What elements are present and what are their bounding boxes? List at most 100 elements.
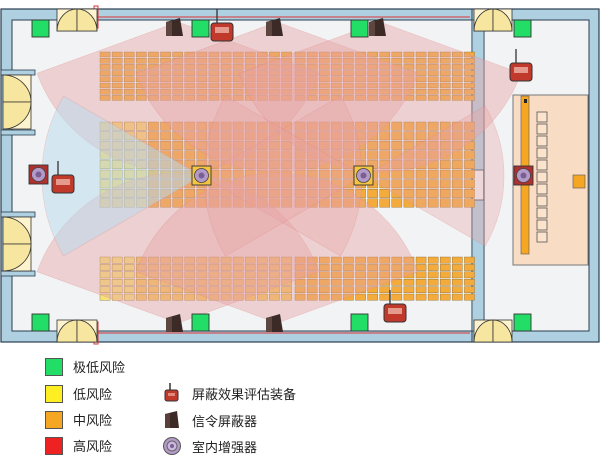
- seat: [391, 179, 403, 189]
- seat: [440, 51, 451, 58]
- seat: [331, 264, 342, 271]
- seat: [294, 188, 306, 198]
- seat: [172, 293, 183, 301]
- seat: [160, 271, 171, 279]
- seat: [160, 279, 171, 286]
- stage-chair: [536, 171, 548, 183]
- seat: [452, 286, 463, 294]
- seat: [403, 150, 415, 160]
- seat: [220, 179, 232, 189]
- seat: [184, 279, 195, 286]
- seat: [379, 256, 391, 264]
- seat: [172, 51, 183, 58]
- seat: [319, 88, 330, 95]
- seat: [160, 70, 171, 76]
- seat: [306, 293, 318, 301]
- seat: [208, 264, 220, 271]
- seat: [281, 160, 292, 169]
- seat: [440, 279, 451, 286]
- seat: [220, 198, 232, 208]
- seat: [269, 286, 280, 294]
- seat: [294, 64, 306, 70]
- seat: [136, 279, 147, 286]
- seat: [232, 264, 244, 271]
- seat: [464, 76, 475, 83]
- seat: [403, 293, 415, 301]
- seat: [111, 264, 123, 271]
- seat: [464, 264, 475, 271]
- seat: [294, 88, 306, 95]
- seat: [148, 51, 159, 58]
- seat: [427, 121, 439, 131]
- seat: [440, 58, 451, 64]
- seat: [452, 95, 463, 101]
- seat: [244, 179, 256, 189]
- seat: [220, 88, 232, 95]
- seat: [403, 286, 415, 294]
- legend-label-jammer: 信令屏蔽器: [192, 414, 258, 430]
- seat: [427, 95, 439, 101]
- stage-chair: [536, 219, 548, 231]
- seat: [403, 160, 415, 169]
- seat: [306, 264, 318, 271]
- seat: [269, 51, 280, 58]
- seat: [99, 51, 111, 58]
- seat: [331, 179, 342, 189]
- seat: [160, 121, 171, 131]
- seat: [440, 95, 451, 101]
- seat: [319, 198, 330, 208]
- seat: [269, 279, 280, 286]
- seat: [257, 82, 268, 89]
- seat: [184, 58, 195, 64]
- seat: [257, 160, 268, 169]
- seat: [184, 293, 195, 301]
- legend-item-evaluator: 屏蔽效果评估装备: [162, 383, 296, 403]
- seat: [232, 64, 244, 70]
- seat: [452, 58, 463, 64]
- seat: [269, 70, 280, 76]
- seat: [367, 293, 378, 301]
- seat: [281, 256, 292, 264]
- stage-chair: [536, 135, 548, 147]
- seat: [184, 198, 195, 208]
- seat: [391, 58, 403, 64]
- seat: [331, 76, 342, 83]
- seat: [269, 64, 280, 70]
- seat: [136, 95, 147, 101]
- seat: [415, 58, 427, 64]
- seat: [343, 286, 354, 294]
- seat: [427, 293, 439, 301]
- seat: [232, 293, 244, 301]
- seat: [331, 279, 342, 286]
- seat: [148, 271, 159, 279]
- seat: [294, 82, 306, 89]
- seat: [196, 271, 208, 279]
- seat: [184, 188, 195, 198]
- seat: [184, 286, 195, 294]
- seat: [111, 256, 123, 264]
- seat: [391, 293, 403, 301]
- seat: [196, 188, 208, 198]
- seat: [319, 169, 330, 179]
- seat: [281, 150, 292, 160]
- seat: [123, 271, 135, 279]
- seat: [257, 58, 268, 64]
- seat: [379, 70, 391, 76]
- seat: [160, 131, 171, 141]
- seat: [343, 160, 354, 169]
- seat: [391, 286, 403, 294]
- seat: [452, 160, 463, 169]
- evaluator-top: [210, 9, 234, 42]
- seat: [184, 76, 195, 83]
- seat: [281, 58, 292, 64]
- seat: [257, 279, 268, 286]
- seat: [220, 131, 232, 141]
- seat: [464, 256, 475, 264]
- seat: [281, 264, 292, 271]
- seat: [427, 58, 439, 64]
- seat: [160, 198, 171, 208]
- booster-stage: [513, 165, 534, 186]
- seat: [244, 286, 256, 294]
- seat: [269, 131, 280, 141]
- seat: [427, 150, 439, 160]
